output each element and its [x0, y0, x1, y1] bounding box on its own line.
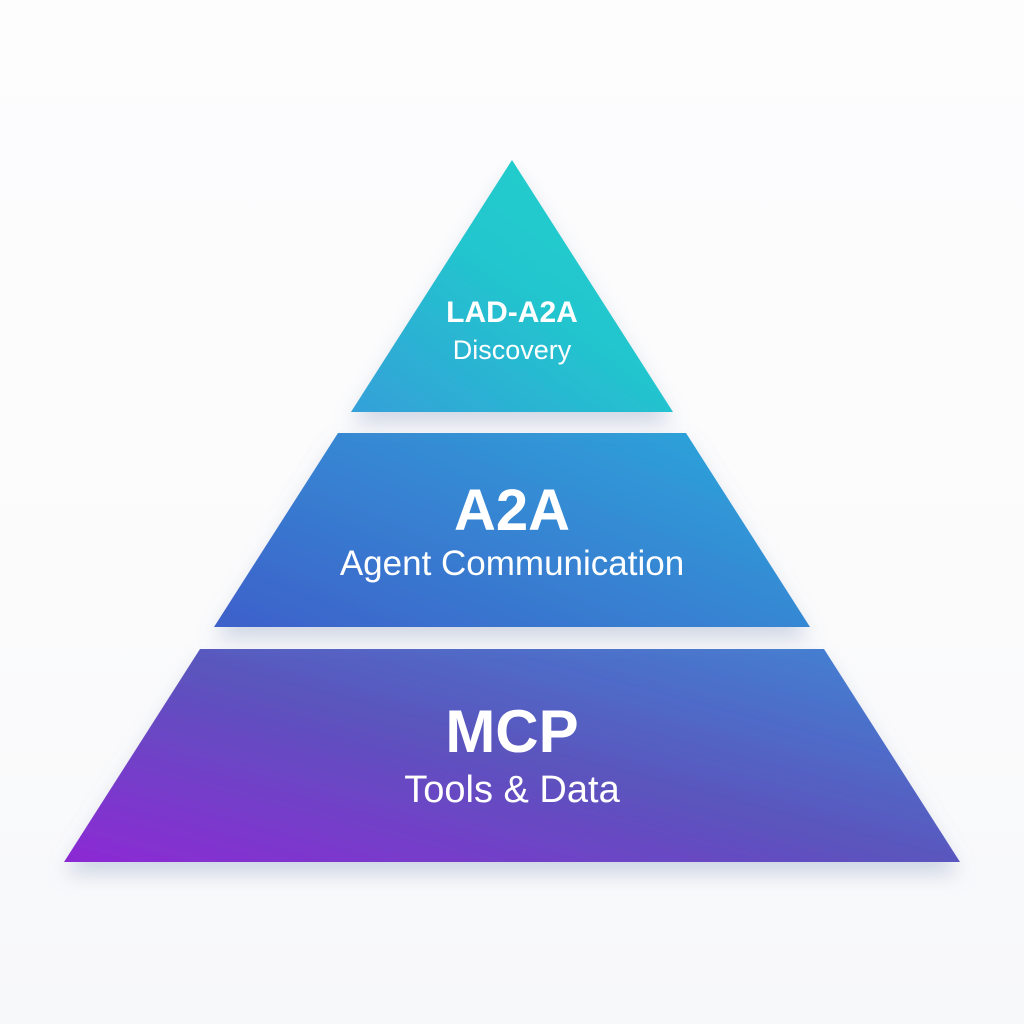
tier-mcp-shape: [64, 649, 960, 862]
tier-a2a: A2A Agent Communication: [214, 433, 810, 627]
tier-a2a-shape: [214, 433, 810, 627]
tier-lad-a2a-shape: [351, 160, 673, 412]
tier-a2a-label: A2A: [454, 478, 570, 543]
tier-lad-a2a: LAD-A2A Discovery: [351, 160, 673, 412]
tier-mcp: MCP Tools & Data: [64, 649, 960, 862]
tier-a2a-sublabel: Agent Communication: [340, 544, 684, 583]
tier-mcp-sublabel: Tools & Data: [404, 769, 620, 811]
tier-lad-a2a-sublabel: Discovery: [453, 335, 572, 365]
tier-lad-a2a-label: LAD-A2A: [446, 296, 578, 329]
tier-mcp-label: MCP: [445, 698, 578, 765]
